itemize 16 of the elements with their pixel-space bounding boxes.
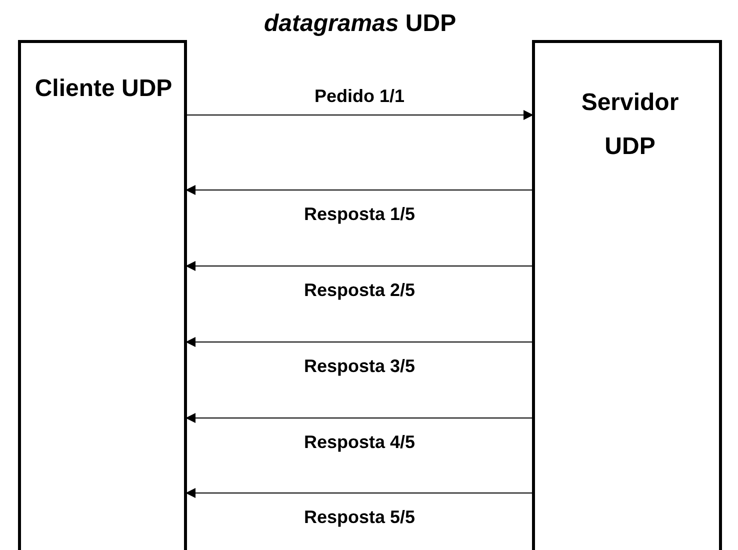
host-box: [18, 40, 187, 550]
edge-label: Resposta 3/5: [302, 356, 418, 377]
arrow: [185, 488, 534, 498]
edge-label: Resposta 5/5: [302, 507, 418, 528]
arrow: [185, 261, 534, 271]
arrow: [185, 413, 534, 423]
edge-label: Resposta 4/5: [302, 432, 418, 453]
title: datagramas UDP: [264, 10, 456, 38]
arrow: [185, 185, 534, 195]
host-label: Servidor UDP: [580, 88, 680, 162]
arrow: [185, 110, 534, 120]
host-label: Cliente UDP: [34, 74, 174, 104]
edge-label: Resposta 2/5: [302, 280, 418, 301]
host-box: [532, 40, 722, 550]
arrow: [185, 337, 534, 347]
edge-label: Resposta 1/5: [302, 204, 418, 225]
